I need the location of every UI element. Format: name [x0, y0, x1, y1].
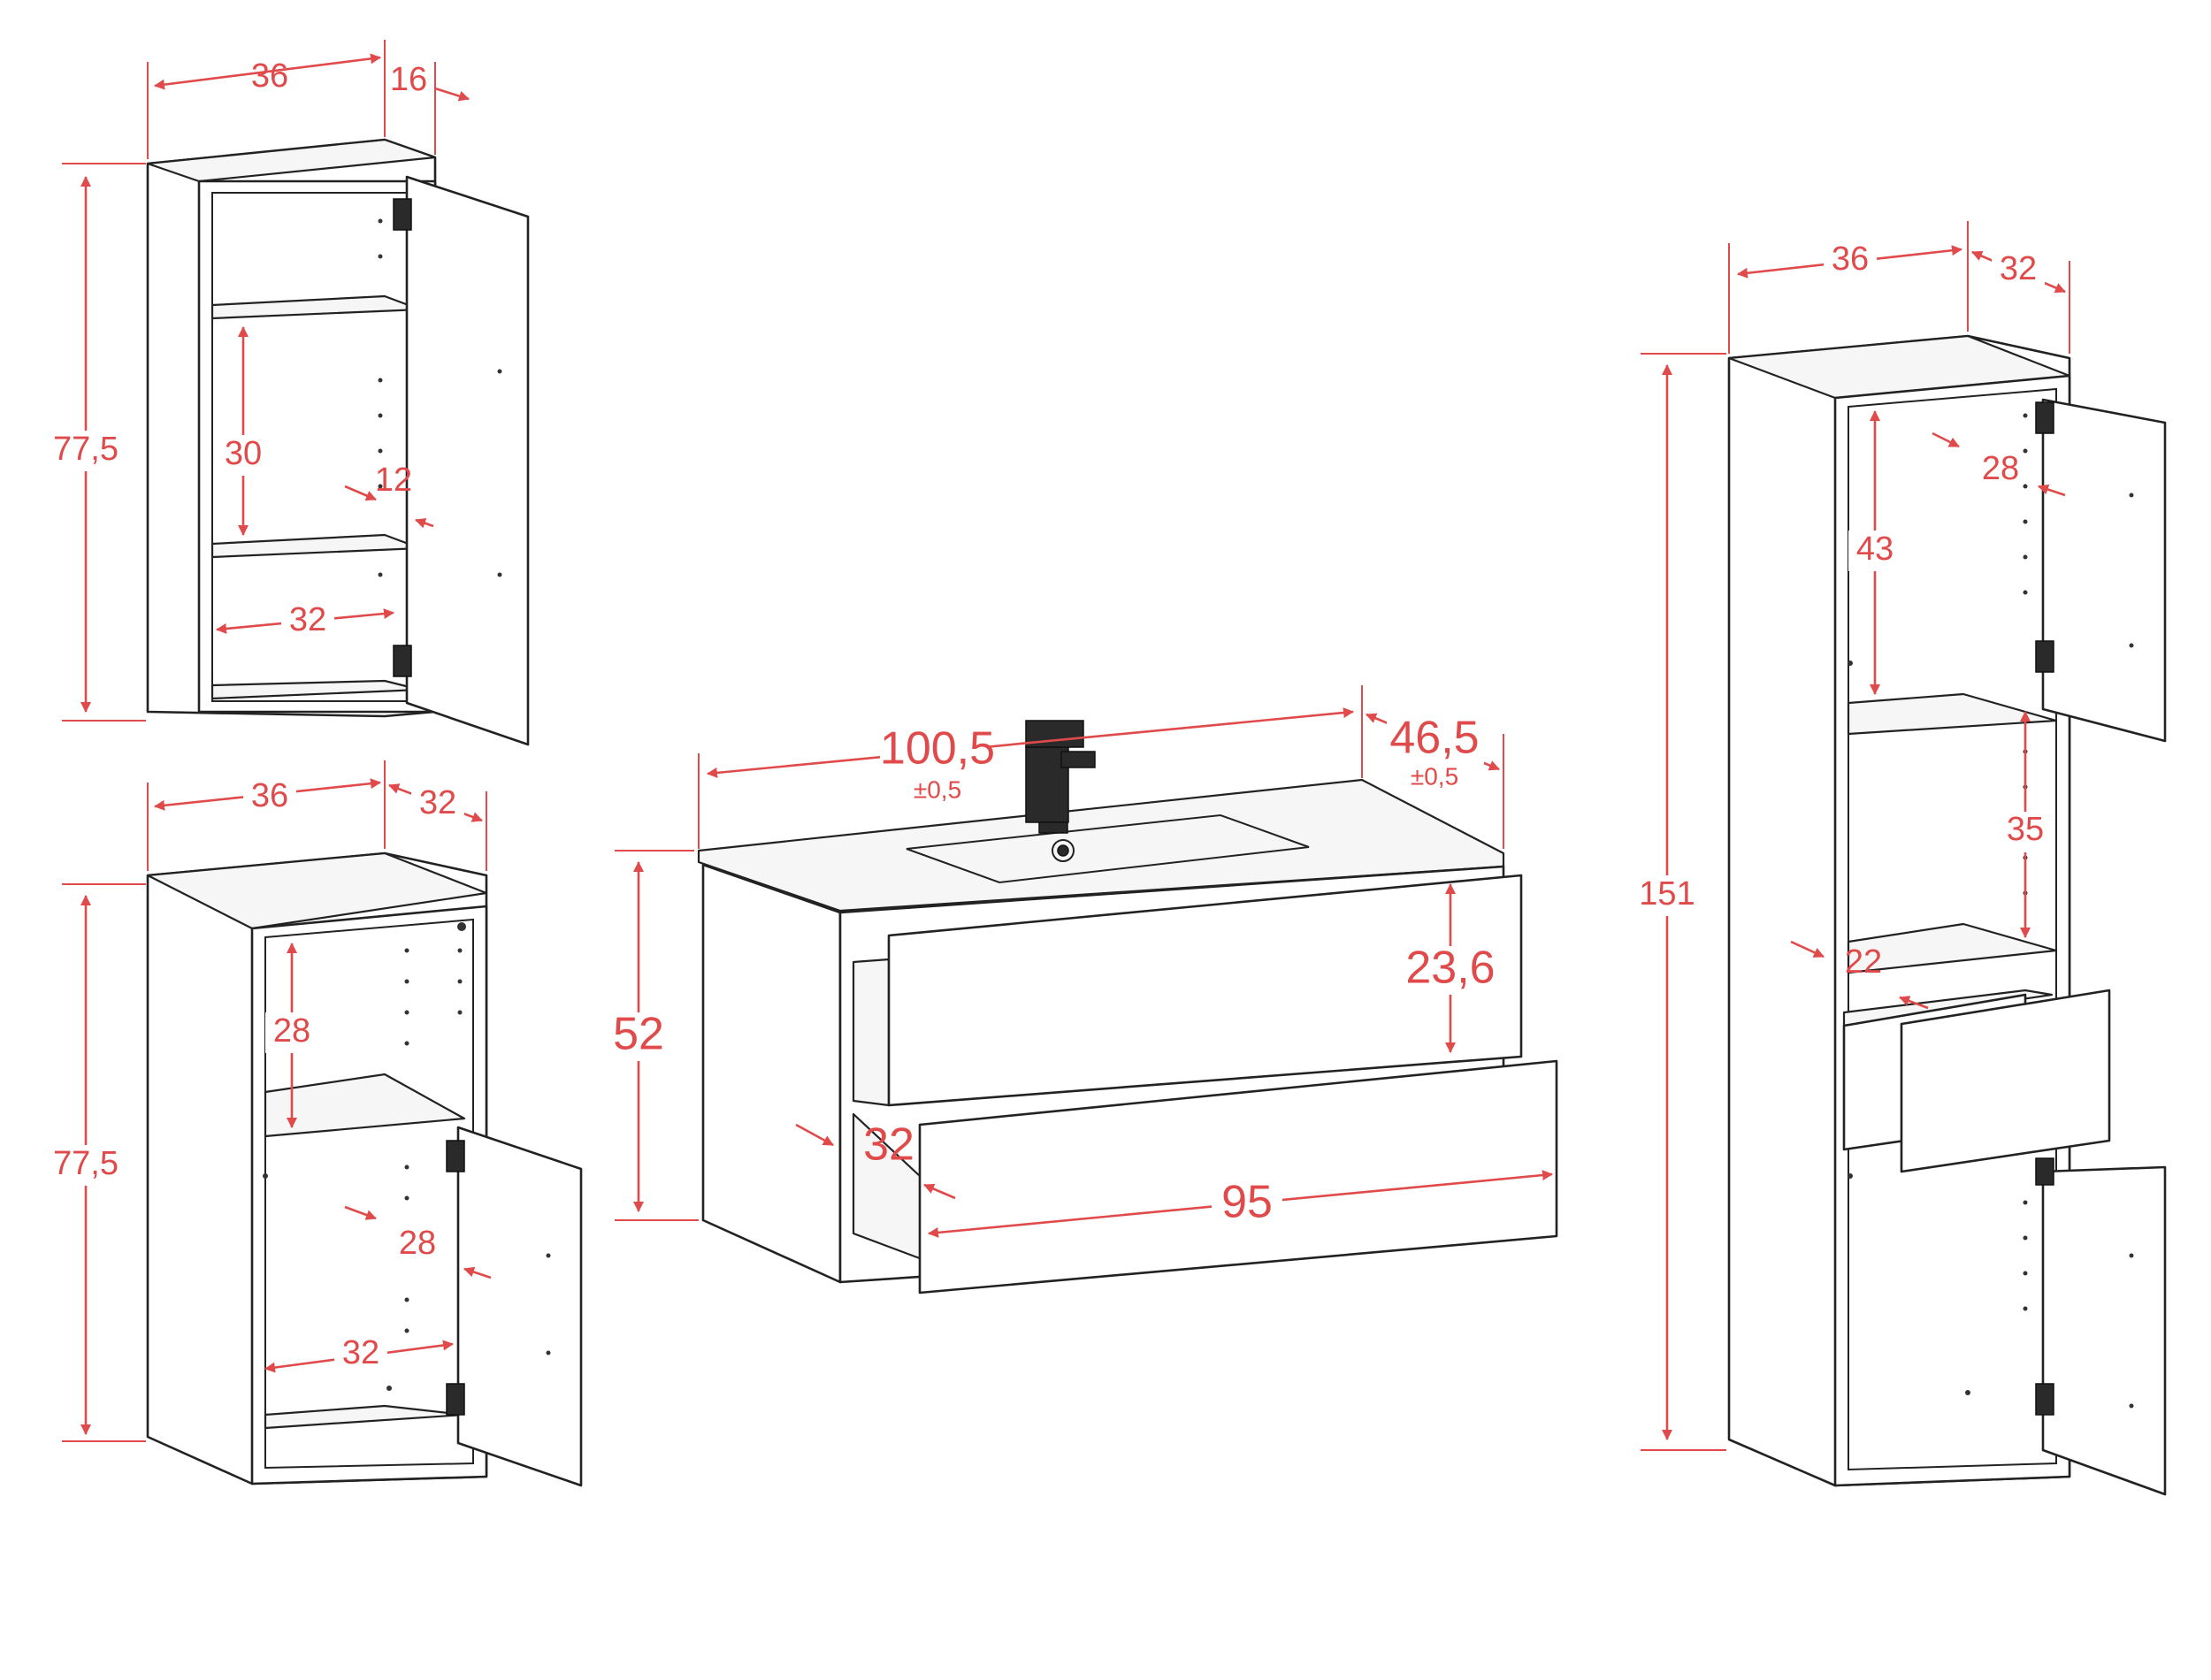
tall-cabinet-shelf [1847, 692, 2058, 736]
tall-cabinet-upper-shelf-depth: 28 [1982, 450, 2019, 487]
wall-cabinet-shelf-spacing: 30 [225, 435, 262, 472]
hinge-icon [2035, 640, 2054, 673]
hinge-icon [2035, 1383, 2054, 1416]
tall-cabinet-upper-shelf-spacing: 43 [1856, 531, 1894, 568]
shelf-pin-holes [378, 218, 502, 577]
hinge-icon [446, 1140, 465, 1172]
vanity-drawer-width: 95 [1221, 1177, 1273, 1228]
wall-cabinet [146, 138, 530, 746]
base-cabinet [146, 851, 583, 1487]
vanity [697, 720, 1558, 1294]
vanity-width: 100,5 [880, 723, 995, 775]
hinge-icon [2035, 1157, 2054, 1186]
base-cabinet-width: 36 [251, 777, 288, 814]
vanity-height: 52 [613, 1009, 664, 1060]
tall-cabinet-upper-door [2041, 398, 2167, 743]
base-cabinet-top [146, 851, 488, 930]
basin [906, 813, 1310, 884]
hinge-icon [446, 1383, 465, 1416]
drain-icon [1052, 839, 1075, 862]
wall-cabinet-door [405, 175, 530, 746]
tall-cabinet [1727, 334, 2167, 1496]
tall-cabinet-height: 151 [1639, 875, 1695, 913]
tall-cabinet-width: 36 [1832, 241, 1869, 278]
vanity-drawer-depth: 32 [863, 1119, 914, 1171]
shelf-pin-holes [263, 922, 551, 1391]
dim-line [154, 53, 381, 90]
base-cabinet-height: 77,5 [53, 1145, 119, 1182]
tall-cabinet-middle-shelf-spacing: 35 [2007, 811, 2044, 848]
base-cabinet-shelf-depth: 28 [399, 1225, 436, 1262]
tall-cabinet-drawer-depth: 22 [1845, 943, 1882, 981]
vanity-depth: 46,5 [1389, 713, 1479, 764]
hinge-icon [393, 198, 412, 231]
tall-cabinet-shelf [1847, 922, 2058, 974]
base-cabinet-shelf [264, 1073, 466, 1138]
wall-cabinet-top [146, 138, 437, 183]
hinge-icon [393, 645, 412, 677]
tall-cabinet-depth: 32 [2000, 250, 2037, 287]
hinge-icon [2035, 401, 2054, 434]
vanity-depth-tolerance: ±0,5 [1411, 762, 1458, 790]
wall-cabinet-shelf-depth: 12 [375, 462, 412, 499]
drawer-front [1900, 989, 2111, 1173]
wall-cabinet-inner-width: 32 [289, 601, 326, 638]
base-cabinet-depth: 32 [419, 784, 456, 821]
tall-cabinet-lower-door [2041, 1165, 2167, 1496]
base-cabinet-door [456, 1126, 583, 1487]
base-cabinet-inner-width: 32 [342, 1334, 379, 1371]
base-cabinet-shelf-spacing: 28 [273, 1012, 310, 1050]
wall-cabinet-height: 77,5 [53, 431, 119, 468]
vanity-drawer-height: 23,6 [1405, 943, 1495, 994]
vanity-width-tolerance: ±0,5 [914, 775, 961, 803]
wall-cabinet-width: 36 [251, 57, 288, 95]
wall-cabinet-depth: 16 [390, 61, 427, 98]
vanity-side [701, 863, 842, 1284]
upper-drawer [887, 874, 1523, 1107]
